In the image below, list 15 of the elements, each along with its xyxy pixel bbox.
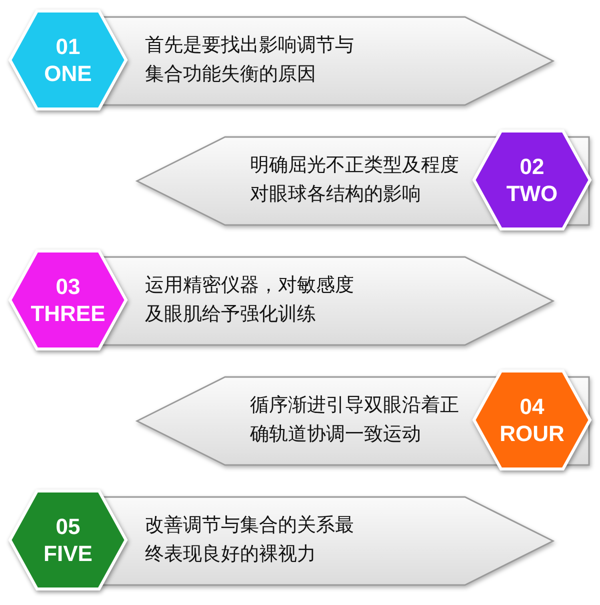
step-word: TWO bbox=[506, 180, 558, 208]
step-number: 01 bbox=[56, 32, 80, 60]
step-number: 02 bbox=[520, 152, 544, 180]
step-number: 04 bbox=[520, 392, 544, 420]
step-word: THREE bbox=[30, 300, 106, 328]
step-number: 05 bbox=[56, 512, 80, 540]
step-word: ROUR bbox=[500, 420, 564, 448]
step-description: 循序渐进引导双眼沿着正确轨道协调一致运动 bbox=[250, 393, 460, 448]
step-word: ONE bbox=[44, 60, 92, 88]
step-number: 03 bbox=[56, 272, 80, 300]
step-word: FIVE bbox=[44, 540, 92, 568]
step-description: 首先是要找出影响调节与集合功能失衡的原因 bbox=[145, 33, 355, 88]
step-description: 运用精密仪器，对敏感度及眼肌给予强化训练 bbox=[145, 273, 355, 328]
step-description: 改善调节与集合的关系最终表现良好的裸视力 bbox=[145, 513, 355, 568]
step-description: 明确屈光不正类型及程度对眼球各结构的影响 bbox=[250, 153, 460, 208]
